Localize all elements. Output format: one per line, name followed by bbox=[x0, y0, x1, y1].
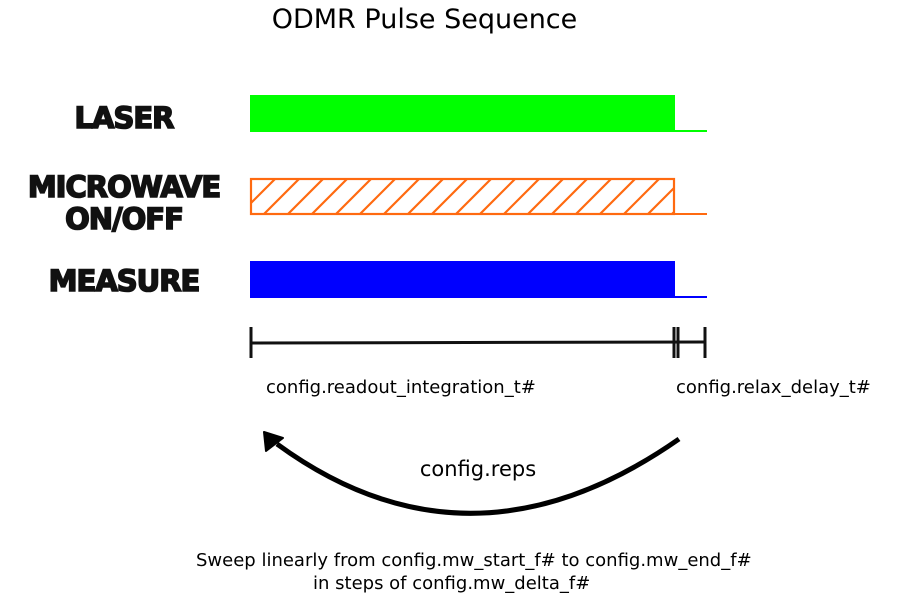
hatch-line bbox=[407, 179, 444, 214]
readout-integration-label: config.readout_integration_t# bbox=[266, 377, 536, 398]
hatch-line bbox=[647, 186, 674, 214]
hatch-line bbox=[623, 179, 660, 214]
hatch-line bbox=[599, 179, 636, 214]
hatch-line bbox=[431, 179, 468, 214]
repeat-loop-arrow bbox=[263, 431, 681, 516]
microwave-pulse bbox=[249, 177, 731, 216]
hatch-line bbox=[575, 179, 612, 214]
hatch-line bbox=[479, 179, 516, 214]
diagram-title: ODMR Pulse Sequence bbox=[271, 4, 578, 35]
hatch-line bbox=[359, 179, 396, 214]
hatch-line bbox=[551, 179, 588, 214]
hatch-line bbox=[263, 179, 300, 214]
channel-label-laser: LASER bbox=[75, 101, 175, 135]
reps-label: config.reps bbox=[420, 457, 536, 481]
measure-pulse bbox=[250, 261, 707, 298]
relax-delay-label: config.relax_delay_t# bbox=[676, 377, 871, 398]
hatch-line bbox=[335, 179, 372, 214]
hatch-line bbox=[503, 179, 540, 214]
laser-pulse bbox=[250, 95, 707, 132]
channel-label-measure: MEASURE bbox=[49, 264, 200, 298]
hatch-line bbox=[696, 179, 731, 214]
hatch-line bbox=[527, 179, 564, 214]
channel-label-microwave: MICROWAVE bbox=[28, 170, 220, 204]
sweep-description-line-2: in steps of config.mw_delta_f# bbox=[313, 573, 591, 594]
hatch-line bbox=[287, 179, 324, 214]
timing-ruler bbox=[249, 327, 707, 358]
hatch-line bbox=[383, 179, 420, 214]
hatch-line bbox=[251, 179, 252, 181]
hatch-line bbox=[671, 210, 674, 214]
sweep-description-line-1: Sweep linearly from config.mw_start_f# t… bbox=[196, 550, 752, 571]
hatch-line bbox=[251, 179, 276, 205]
hatch-line bbox=[455, 179, 492, 214]
hatch-line bbox=[311, 179, 348, 214]
channel-label-on-off: ON/OFF bbox=[65, 202, 183, 236]
